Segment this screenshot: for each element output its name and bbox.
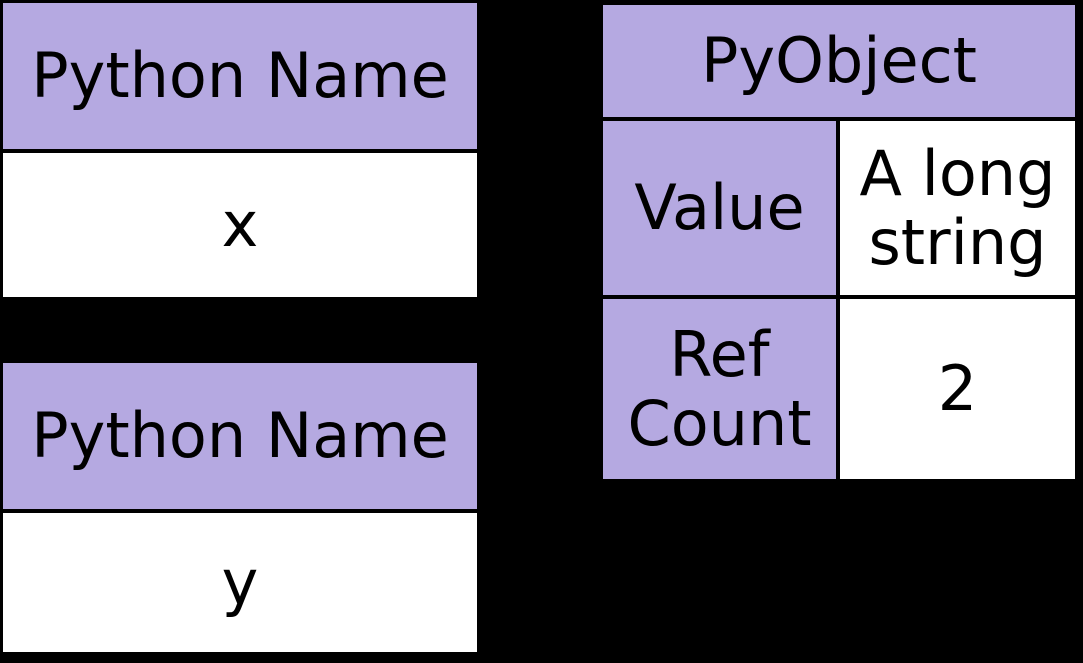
python-name-x-header: Python Name [3,3,477,149]
pyobject-title: PyObject [603,5,1075,117]
pyobject-table: PyObject Value A long string Ref Count 2 [600,2,1078,482]
pyobject-refcount-label: Ref Count [603,299,836,479]
python-name-x-value: x [3,153,477,297]
pyobject-value-cell: A long string [840,121,1075,295]
python-name-y-header: Python Name [3,363,477,509]
python-name-y-value: y [3,513,477,652]
python-name-table-y: Python Name y [0,360,480,655]
python-name-table-x: Python Name x [0,0,480,300]
pyobject-refcount-cell: 2 [840,299,1075,479]
pyobject-value-label: Value [603,121,836,295]
